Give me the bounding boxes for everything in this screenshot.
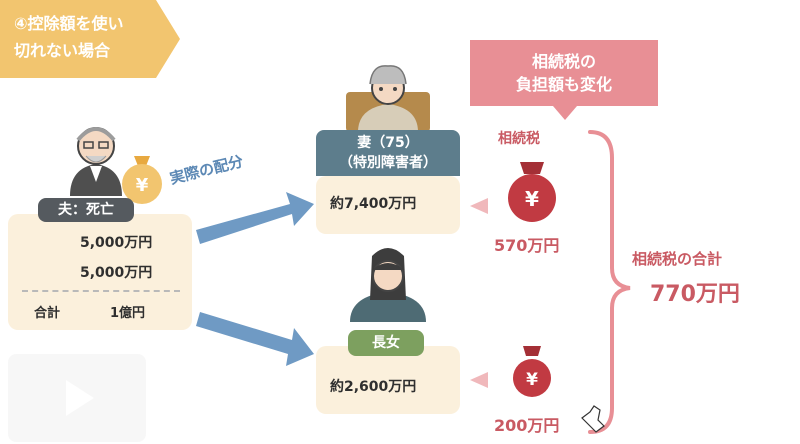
husband-label: 夫：死亡 — [38, 198, 134, 222]
grandmother-icon — [346, 65, 430, 132]
hand-cursor-icon — [581, 405, 605, 433]
svg-text:¥: ¥ — [526, 370, 538, 390]
estate-total-label: 合計 — [34, 306, 61, 321]
banner-line-2: 切れない場合 — [14, 41, 111, 60]
cash-amount: 5,000万円 — [80, 265, 153, 281]
wife-inheritance-card — [316, 176, 460, 234]
daughter-label: 長女 — [348, 330, 424, 356]
estate-total-value: 1億円 — [110, 306, 146, 321]
arrow-to-wife — [196, 192, 314, 244]
young-woman-icon — [350, 248, 426, 322]
estate-divider — [22, 290, 180, 292]
callout-line-2: 負担額も変化 — [515, 75, 612, 94]
banner-line-1: ④控除額を使い — [14, 14, 124, 33]
callout-line-1: 相続税の — [531, 52, 596, 71]
arrow-to-daughter — [196, 312, 314, 366]
inheritance-tax-label: 相続税 — [498, 131, 540, 147]
daughter-inheritance-card — [316, 346, 460, 414]
wife-tax-amount: 570万円 — [494, 236, 560, 255]
daughter-inheritance-amount: 約2,600万円 — [330, 379, 417, 395]
wife-tax-bag-icon: ¥ — [508, 162, 556, 222]
tax-total-title: 相続税の合計 — [632, 250, 723, 268]
daughter-tax-amount: 200万円 — [494, 416, 560, 435]
tax-change-callout: 相続税の 負担額も変化 — [470, 40, 658, 106]
wife-header: 妻（75） （特別障害者） — [316, 130, 460, 176]
case-banner-text: ④控除額を使い 切れない場合 — [14, 10, 154, 64]
old-man-icon — [70, 127, 122, 196]
callout-tail — [553, 106, 577, 120]
wife-inheritance-amount: 約7,400万円 — [330, 196, 417, 212]
daughter-tax-bag-icon: ¥ — [513, 346, 551, 397]
svg-text:¥: ¥ — [136, 175, 149, 196]
real-estate-amount: 5,000万円 — [80, 235, 153, 251]
wife-sublabel: （特別障害者） — [339, 155, 437, 171]
wife-label: 妻（75） — [357, 135, 419, 151]
tax-total-value: 770万円 — [650, 282, 740, 307]
play-watermark-icon — [8, 354, 146, 442]
daughter-tax-pointer — [470, 372, 488, 388]
wife-tax-pointer — [470, 198, 488, 214]
case-banner — [0, 0, 180, 78]
tax-total-bracket — [588, 130, 631, 434]
svg-text:¥: ¥ — [525, 187, 539, 211]
husband-estate-card — [8, 214, 192, 330]
money-bag-icon: ¥ — [122, 156, 162, 204]
